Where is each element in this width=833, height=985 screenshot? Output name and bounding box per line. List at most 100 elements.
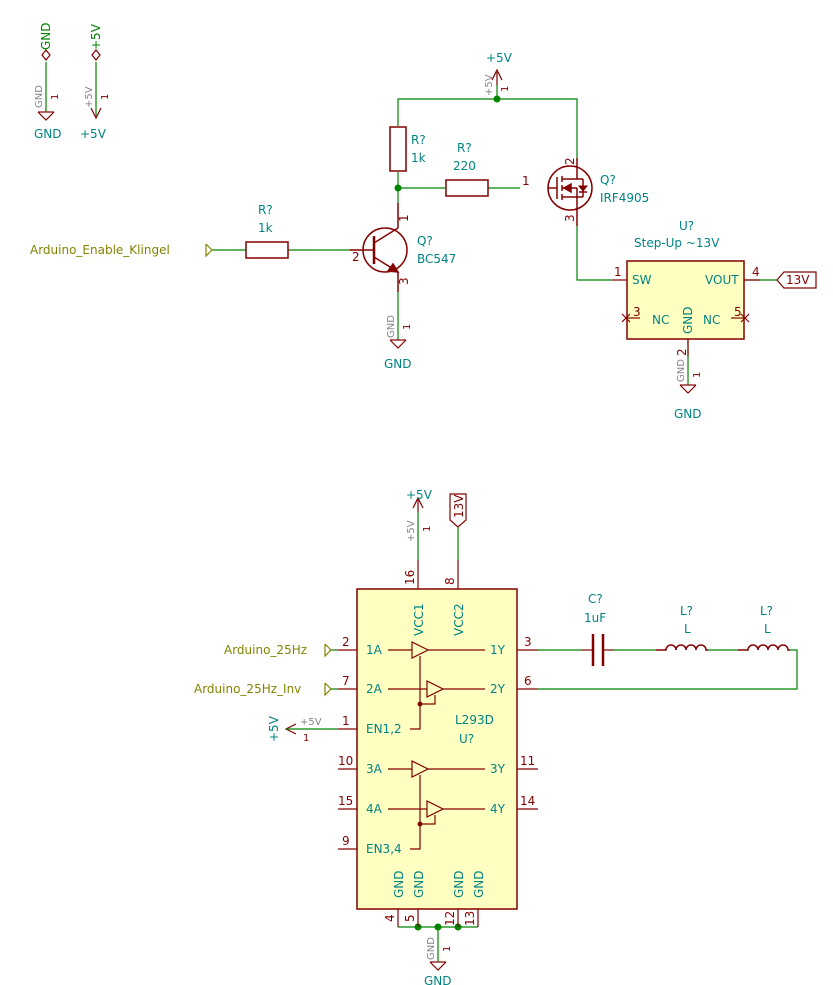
l293d-name: L293D — [455, 713, 494, 727]
resistor-gate-body[interactable] — [445, 179, 489, 197]
v13-driver-flag[interactable] — [449, 493, 467, 528]
resistor-base-body[interactable] — [245, 241, 289, 259]
inductor-2-value: L — [764, 622, 771, 636]
gnd-npn-symbol — [389, 339, 407, 349]
pmosfet-ref: Q? — [600, 173, 616, 187]
l293d-4a-pin: 4A — [366, 802, 383, 816]
inductor-2-symbol[interactable] — [738, 644, 790, 651]
gnd-driver-pin-value: GND — [426, 937, 437, 960]
npn-pin2-number: 2 — [352, 250, 360, 264]
l293d-4y-pin: 4Y — [490, 802, 506, 816]
v5-driver-label: +5V — [406, 488, 433, 502]
l293d-1a-pin: 1A — [366, 643, 383, 657]
stepup-pin4-number: 4 — [752, 265, 760, 279]
l293d-gnd-pin-12: GND — [452, 870, 466, 898]
resistor-gate-ref: R? — [457, 141, 472, 155]
v5-top-pin-number: 1 — [500, 86, 511, 92]
l293d-pin7-number: 7 — [342, 674, 350, 688]
resistor-base-ref: R? — [258, 203, 273, 217]
npn-value: BC547 — [417, 252, 456, 266]
stepup-pin3-number: 3 — [633, 305, 641, 319]
stepup-sw-pin: SW — [632, 273, 652, 287]
l293d-pin11-number: 11 — [520, 754, 535, 768]
l293d-pin10-number: 10 — [338, 754, 353, 768]
enable-input-label[interactable]: Arduino_Enable_Klingel — [30, 243, 170, 257]
gnd-flag-label: GND — [39, 22, 53, 50]
resistor-base-value: 1k — [258, 221, 273, 235]
junction-pullup — [394, 184, 402, 192]
l293d-en34-pin: EN3,4 — [366, 842, 402, 856]
gnd-stepup-pin-value: GND — [676, 359, 687, 382]
gnd-flag-pin-number: 1 — [50, 94, 61, 100]
l293d-pins — [338, 560, 538, 927]
v5-en-pin-value: +5V — [300, 717, 322, 728]
resistor-pullup-ref: R? — [411, 133, 426, 147]
v13-driver-label: 13V — [452, 494, 466, 518]
l293d-vcc2-pin: VCC2 — [452, 603, 466, 636]
l293d-body[interactable] — [356, 588, 518, 910]
l293d-gnd-pin-4: GND — [392, 870, 406, 898]
hz-inv-input-label[interactable]: Arduino_25Hz_Inv — [194, 682, 301, 696]
l293d-3y-pin: 3Y — [490, 762, 506, 776]
v13-output-flag[interactable] — [776, 271, 817, 289]
l293d-pin6-number: 6 — [524, 674, 532, 688]
mosfet-gate-pin-number: 1 — [522, 174, 530, 188]
npn-ref: Q? — [417, 234, 433, 248]
stepup-ref: U? — [679, 219, 694, 233]
stepup-pin1-number: 1 — [614, 265, 622, 279]
v5-en-pin-number: 1 — [303, 733, 309, 744]
inductor-2-ref: L? — [760, 604, 773, 618]
gnd-power-name: GND — [34, 127, 62, 141]
hz-input-label[interactable]: Arduino_25Hz — [224, 643, 307, 657]
v5-flag-symbol — [90, 49, 102, 120]
gnd-flag-pin-value: GND — [34, 85, 45, 108]
resistor-gate-value: 220 — [453, 159, 476, 173]
enable-input-arrow — [205, 243, 213, 258]
inductor-1-symbol[interactable] — [656, 644, 708, 651]
stepup-pin5-number: 5 — [734, 305, 742, 319]
resistor-pullup-body[interactable] — [389, 126, 407, 172]
v5-flag-pin-number: 1 — [100, 94, 111, 100]
stepup-pins — [612, 279, 760, 356]
resistor-pullup-value: 1k — [411, 151, 426, 165]
pmosfet-symbol[interactable] — [547, 158, 593, 226]
gnd-stepup-symbol — [679, 384, 697, 394]
l293d-3a-pin: 3A — [366, 762, 383, 776]
inductor-1-value: L — [684, 622, 691, 636]
l293d-pin9-number: 9 — [342, 834, 350, 848]
junction-gnd-b — [434, 923, 442, 931]
v5-top-label: +5V — [486, 51, 513, 65]
hz-input-arrow — [324, 643, 332, 658]
gnd-flag-symbol — [37, 49, 55, 121]
v5-top-symbol — [491, 68, 503, 85]
v13-output-label: 13V — [786, 273, 810, 287]
stepup-module-body[interactable] — [626, 260, 745, 340]
capacitor-symbol[interactable] — [582, 634, 614, 666]
wires-top — [212, 85, 777, 385]
gnd-driver-pin-number: 1 — [442, 946, 453, 952]
stepup-nc2-pin: NC — [703, 313, 720, 327]
hz-inv-input-arrow — [324, 682, 332, 697]
l293d-pin13-number: 13 — [463, 911, 477, 926]
capacitor-value: 1uF — [584, 611, 606, 625]
v5-driver-pin-value: +5V — [406, 520, 417, 542]
v5-driver-pin-number: 1 — [422, 526, 433, 532]
l293d-1y-pin: 1Y — [490, 643, 506, 657]
v5-power-name: +5V — [80, 127, 107, 141]
v5-driver-symbol — [412, 496, 424, 512]
npn-transistor-symbol[interactable] — [350, 203, 408, 292]
stepup-pin2-number: 2 — [675, 348, 689, 356]
junction-5v-top — [493, 95, 501, 103]
l293d-ref: U? — [459, 732, 474, 746]
l293d-pin16-number: 16 — [403, 570, 417, 585]
l293d-pin12-number: 12 — [443, 911, 457, 926]
gnd-npn-pin-number: 1 — [402, 324, 413, 330]
stepup-vout-pin: VOUT — [705, 273, 739, 287]
l293d-pin8-number: 8 — [443, 577, 457, 585]
v5-en-label: +5V — [267, 715, 281, 742]
l293d-pin1-number: 1 — [342, 714, 350, 728]
v5-top-pin-value: +5V — [484, 74, 495, 96]
pmosfet-pin3-number: 3 — [563, 214, 577, 222]
gnd-npn-pin-value: GND — [386, 315, 397, 338]
l293d-en12-pin: EN1,2 — [366, 722, 402, 736]
